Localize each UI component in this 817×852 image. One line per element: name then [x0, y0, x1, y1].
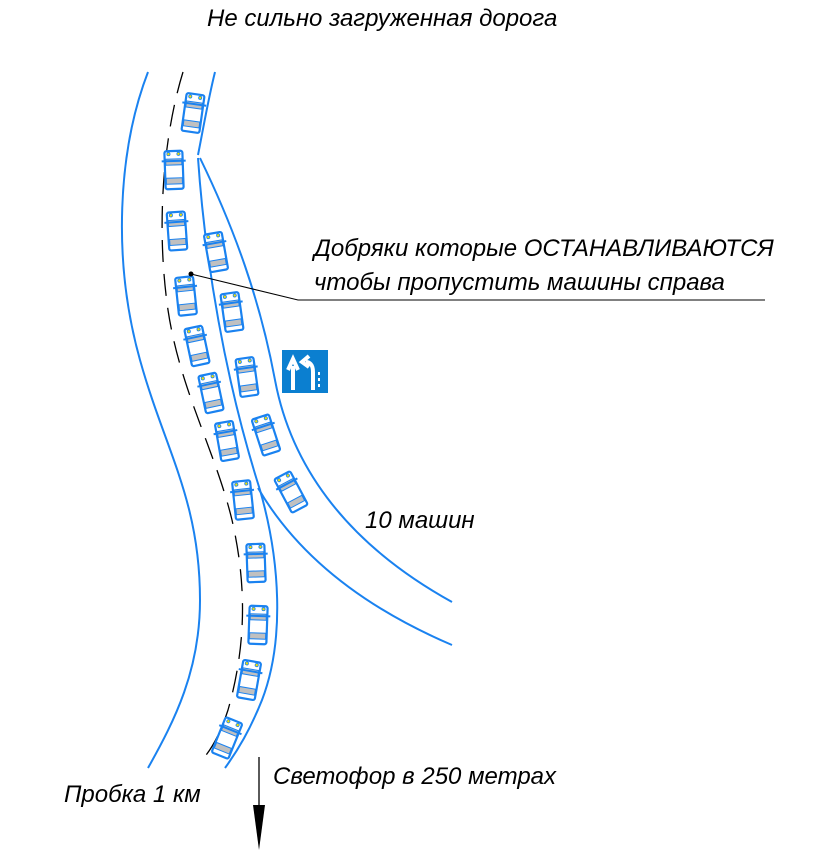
- car: [247, 412, 285, 458]
- side-road-inner-edge: [257, 487, 453, 646]
- annotation-line-1: Добряки которые ОСТАНАВЛИВАЮТСЯ: [311, 235, 774, 262]
- car: [210, 419, 244, 463]
- car: [244, 604, 272, 646]
- main-road-left-edge: [120, 71, 202, 769]
- lane-divider-edge: [197, 157, 279, 769]
- lane-merge-sign-icon: [282, 350, 328, 393]
- diagram-title: Не сильно загруженная дорога: [207, 5, 557, 32]
- car: [170, 274, 202, 318]
- leader-line: [190, 273, 765, 301]
- direction-arrow-icon: [253, 757, 265, 850]
- car: [242, 542, 270, 584]
- car: [199, 230, 233, 274]
- annotation-line-2: чтобы пропустить машины справа: [314, 269, 725, 296]
- side-road-outer-edge: [199, 157, 453, 603]
- car: [216, 290, 248, 334]
- car: [270, 468, 312, 516]
- traffic-light-label: Светофор в 250 метрах: [273, 763, 557, 790]
- car: [160, 149, 188, 191]
- car: [232, 658, 266, 702]
- car: [207, 714, 247, 762]
- jam-length-label: Пробка 1 км: [64, 781, 201, 808]
- car: [162, 210, 192, 252]
- side-lane-count-label: 10 машин: [365, 507, 475, 534]
- center-dashed-line: [161, 71, 244, 763]
- car: [231, 355, 263, 399]
- main-road-top-right-edge: [197, 71, 216, 156]
- car: [227, 478, 259, 522]
- car: [194, 370, 228, 416]
- car: [180, 323, 214, 369]
